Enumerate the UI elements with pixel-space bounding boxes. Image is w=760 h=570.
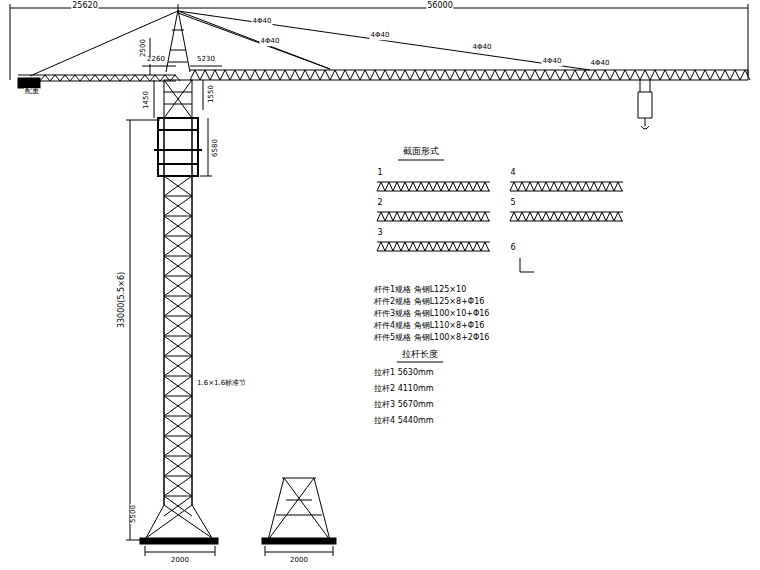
hook: [638, 80, 652, 129]
section-samples: [377, 182, 623, 251]
climbing-frame: [154, 130, 202, 164]
label: 2: [376, 199, 383, 208]
label: 4Φ40: [260, 38, 281, 46]
label: 拉杆2 4110mm: [373, 385, 435, 394]
label: 截面形式: [402, 147, 440, 157]
mast-bracing: [164, 176, 192, 516]
slewing-unit: [164, 80, 192, 118]
dimension-line: [748, 4, 749, 76]
label: 56000: [426, 2, 453, 11]
label: 1550: [208, 84, 216, 104]
label: 4Φ40: [472, 44, 493, 52]
label: 杆件1规格 角钢L125×10: [373, 286, 467, 295]
jib-bracing: [190, 70, 750, 80]
label: 拉杆长度: [401, 350, 439, 360]
label: 4Φ40: [252, 18, 273, 26]
label: 6: [509, 244, 516, 253]
dimension-line: [203, 80, 204, 110]
label: 杆件3规格 角钢L100×10+Φ16: [373, 310, 490, 319]
dimension-line: [126, 120, 160, 540]
base: [146, 505, 212, 538]
dimension-line: [145, 546, 215, 556]
label: 2260: [146, 56, 166, 64]
label: 5500: [130, 504, 138, 524]
label: 杆件2规格 角钢L125×8+Φ16: [373, 298, 485, 307]
base-view: [268, 478, 330, 540]
label: 1450: [143, 90, 151, 110]
label: 25620: [71, 2, 98, 11]
label: 4: [509, 169, 516, 178]
counterweight: [18, 78, 40, 88]
tie-rod: [30, 11, 590, 76]
label: 杆件4规格 角钢L110×8+Φ16: [373, 322, 485, 331]
dimension-line: [265, 546, 333, 556]
label: 拉杆4 5440mm: [373, 417, 435, 426]
label: 2500: [140, 38, 148, 58]
mast-bracing: [164, 176, 192, 516]
label: 33000(5.5×6): [118, 271, 127, 329]
section-sample: [520, 258, 534, 272]
dimension-line: [142, 66, 222, 67]
label: 3: [376, 229, 383, 238]
label: 1: [376, 169, 383, 178]
counter-jib-bracing: [40, 75, 180, 81]
base-plate: [140, 538, 218, 544]
base-plate: [262, 538, 336, 544]
label: 4Φ40: [542, 58, 563, 66]
counter-jib-bracing: [40, 75, 180, 81]
label: 4Φ40: [590, 60, 611, 68]
section-sample: [377, 182, 623, 251]
tower-head: [166, 10, 190, 72]
heading-underline: [398, 160, 444, 161]
dimension-line: [10, 8, 748, 9]
label: 拉杆3 5670mm: [373, 401, 435, 410]
label: 1.6×1.6标准节: [196, 380, 247, 388]
dimension-line: [200, 118, 212, 176]
dimension-line: [10, 4, 11, 80]
label: 4Φ40: [370, 32, 391, 40]
slewing-unit: [164, 80, 192, 118]
label: 5230: [196, 56, 216, 64]
label: 拉杆1 5630mm: [373, 369, 435, 378]
heading-underline: [397, 362, 443, 363]
label: 配重: [24, 88, 40, 96]
label: 杆件5规格 角钢L100×8+2Φ16: [373, 334, 490, 343]
label: 6580: [212, 138, 220, 158]
label: 5: [509, 199, 516, 208]
jib-bracing: [190, 70, 750, 80]
label: 2000: [289, 557, 309, 565]
label: 2000: [170, 557, 190, 565]
